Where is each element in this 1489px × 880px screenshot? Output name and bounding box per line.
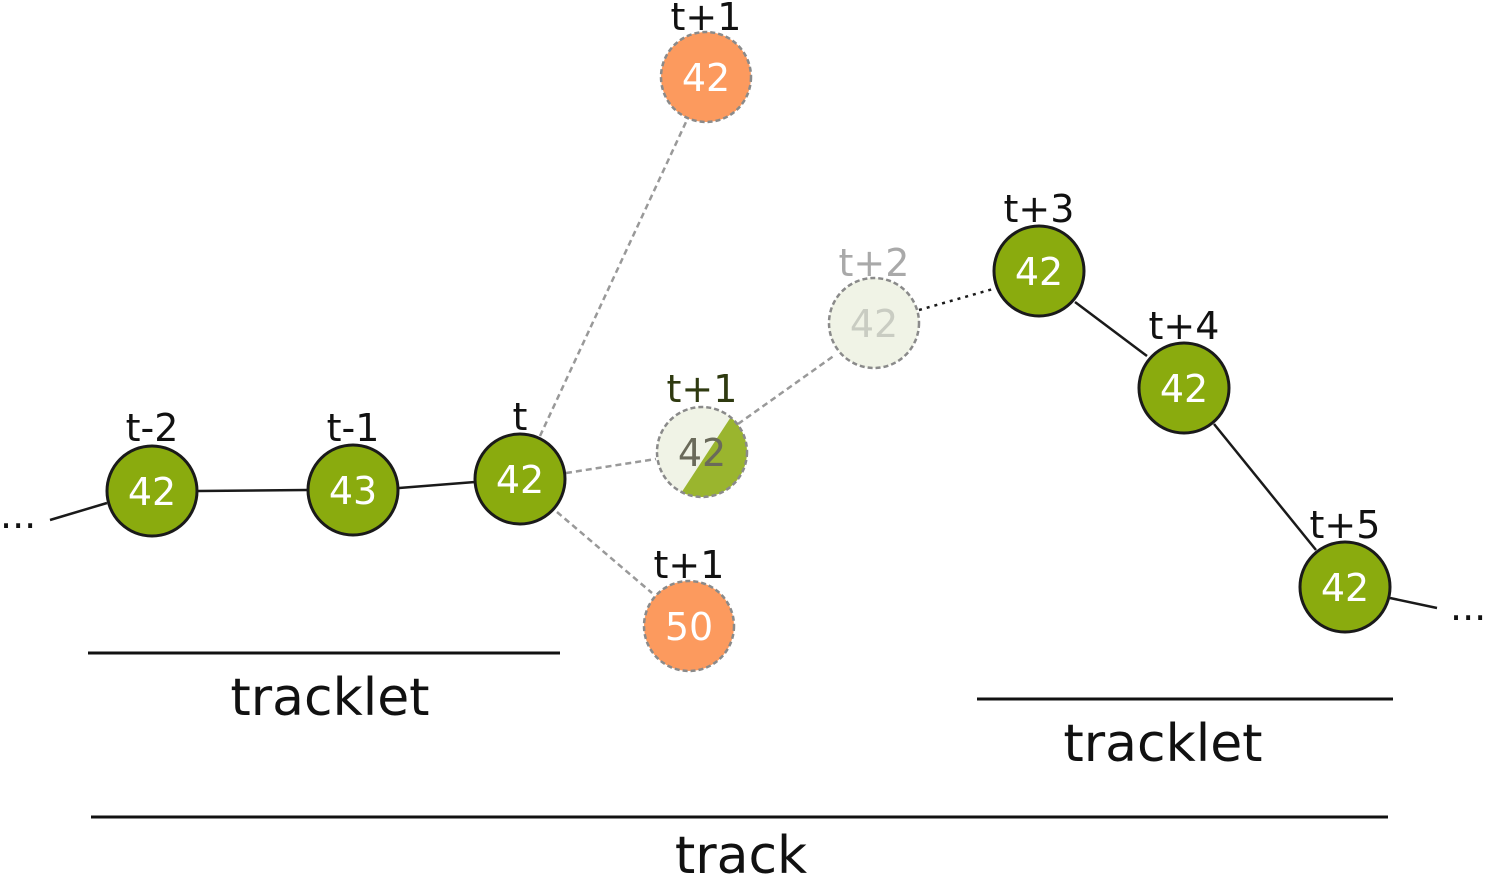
- node-candidate-middle-time: t+1: [667, 367, 738, 411]
- node-t4: [1137, 341, 1231, 435]
- node-candidate-bottom: [642, 579, 736, 673]
- tracklet-right-label: tracklet: [1063, 714, 1262, 774]
- node-t: [473, 432, 567, 526]
- edge-t4-to-t5: [1213, 423, 1317, 551]
- node-t3: [992, 224, 1086, 318]
- node-t-2: [105, 444, 199, 538]
- edge-t-2-to-t-1: [197, 488, 308, 493]
- node-candidate-top-time: t+1: [671, 0, 742, 39]
- edge-candidate-bottom: [556, 511, 653, 594]
- node-t-2-id: 42: [128, 470, 176, 514]
- node-t-time: t: [513, 395, 528, 439]
- node-t5-time: t+5: [1310, 503, 1381, 547]
- node-t5-id: 42: [1321, 566, 1369, 610]
- node-t2-ghost-time: t+2: [839, 241, 910, 285]
- edge-candidate-middle: [565, 457, 657, 475]
- edge-t1-to-t2: [737, 353, 836, 426]
- node-t3-id: 42: [1015, 250, 1063, 294]
- edge-t2-to-t3: [918, 287, 994, 312]
- node-t-1: [306, 443, 400, 537]
- node-candidate-bottom-time: t+1: [654, 543, 725, 587]
- edge-ellipsis-left: [49, 501, 108, 522]
- tracklet-left-label: tracklet: [230, 668, 429, 728]
- node-t4-id: 42: [1160, 367, 1208, 411]
- edge-candidate-top: [538, 121, 688, 437]
- node-t5: [1298, 540, 1392, 634]
- node-t2-ghost-id: 42: [850, 302, 898, 346]
- node-t-id: 42: [496, 458, 544, 502]
- node-t4-time: t+4: [1149, 304, 1220, 348]
- node-candidate-middle-id: 42: [678, 431, 726, 475]
- ellipsis-right: ...: [1450, 585, 1486, 629]
- node-t-1-time: t-1: [327, 406, 380, 450]
- track-label: track: [675, 826, 807, 880]
- node-candidate-top: [659, 30, 753, 124]
- node-t2-ghost: [827, 276, 921, 370]
- node-candidate-top-id: 42: [682, 56, 730, 100]
- edge-t3-to-t4: [1074, 301, 1148, 357]
- node-t-2-time: t-2: [126, 406, 179, 450]
- ellipsis-left: ...: [0, 493, 36, 537]
- node-t-1-id: 43: [329, 469, 377, 513]
- node-candidate-bottom-id: 50: [665, 605, 713, 649]
- node-t3-time: t+3: [1004, 187, 1075, 231]
- edge-t-1-to-t: [398, 480, 476, 490]
- edge-ellipsis-right: [1389, 596, 1438, 610]
